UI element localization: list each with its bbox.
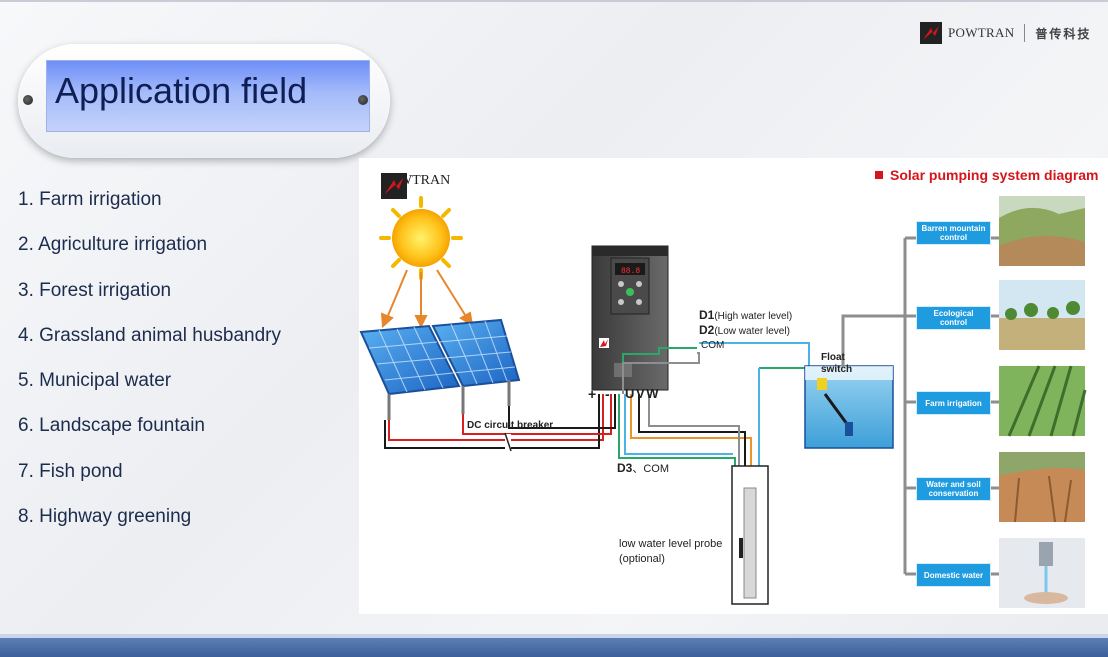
page-title: Application field xyxy=(55,70,308,111)
list-item: 1. Farm irrigation xyxy=(18,189,162,210)
tag-line2: conservation xyxy=(928,489,979,498)
d1-label: D1(High water level) xyxy=(699,308,792,322)
tag-line1: Domestic water xyxy=(923,570,984,580)
sun-icon xyxy=(379,196,463,280)
application-list: 1. Farm irrigation 2. Agriculture irriga… xyxy=(18,188,281,550)
powtran-logo-icon xyxy=(381,173,407,199)
diagram-powtran-logo: POWTRAN xyxy=(381,173,450,199)
tag-line2: control xyxy=(939,233,968,242)
list-item: 7. Fish pond xyxy=(18,460,123,482)
d3-com: 、COM xyxy=(632,463,670,475)
dc-breaker-label: DC circuit breaker xyxy=(467,420,554,431)
d2-desc: (Low water level) xyxy=(714,326,790,337)
dc-breaker-icon xyxy=(504,432,512,452)
list-item: 3. Forest irrigation xyxy=(18,279,172,301)
d2-label: D2(Low water level) xyxy=(699,323,790,337)
tag-line2: control xyxy=(939,318,968,327)
list-item: 8. Highway greening xyxy=(18,506,192,528)
tag-farm-irrigation: Farm irrigation xyxy=(916,391,991,415)
brand-separator xyxy=(1024,24,1026,42)
brand-chinese-name: 普传科技 xyxy=(1035,26,1092,41)
d3-code: D3 xyxy=(617,461,633,475)
barren-mountain-photo xyxy=(999,196,1085,266)
farm-irrigation-photo xyxy=(999,365,1087,437)
tag-line1: Farm irrigation xyxy=(925,398,982,408)
minus-terminal-label: - xyxy=(605,386,610,402)
d2-code: D2 xyxy=(699,323,715,337)
svg-text:88.8: 88.8 xyxy=(621,267,640,276)
diagram-title: Solar pumping system diagram xyxy=(875,167,1099,183)
tag-line1: Barren mountain xyxy=(921,224,986,233)
d3-label: D3、COM xyxy=(617,460,669,476)
inverter-icon: 88.8 xyxy=(591,245,669,391)
probe-label-1: low water level probe xyxy=(619,538,723,550)
probe-label-2: (optional) xyxy=(619,553,665,565)
d1-desc: (High water level) xyxy=(714,311,793,322)
right-bolt-icon xyxy=(358,95,368,105)
tag-line1: Ecological xyxy=(933,309,974,318)
plus-terminal-label: + xyxy=(588,386,597,402)
com-label: COM xyxy=(701,340,725,351)
list-item: 5. Municipal water xyxy=(18,370,172,392)
solar-panels-icon xyxy=(359,318,521,420)
list-item: 6. Landscape fountain xyxy=(18,415,205,437)
powtran-logo-icon xyxy=(920,22,942,44)
d1-code: D1 xyxy=(699,308,715,322)
tag-domestic-water: Domestic water xyxy=(916,563,991,587)
water-tank-icon xyxy=(804,365,894,449)
list-item: 4. Grassland animal husbandry xyxy=(18,324,281,346)
domestic-water-photo xyxy=(999,538,1085,608)
soil-conservation-photo xyxy=(999,452,1085,523)
float-switch-label-1: Float xyxy=(821,352,845,363)
header-brand: POWTRAN 普传科技 xyxy=(920,20,1091,46)
title-box xyxy=(46,60,370,132)
diagram-graphics: 88.8 xyxy=(359,196,1087,608)
ecological-photo xyxy=(999,280,1085,350)
brand-name: POWTRAN xyxy=(948,25,1015,40)
bottom-bar xyxy=(0,634,1108,657)
sun-ray-arrows xyxy=(380,269,474,329)
tag-line1: Water and soil xyxy=(926,480,981,489)
float-switch-label-2: switch xyxy=(821,364,853,375)
left-bolt-icon xyxy=(23,95,33,105)
uvw-terminal-label: U V W xyxy=(625,386,659,401)
list-item: 2. Agriculture irrigation xyxy=(18,234,208,256)
top-rule xyxy=(0,0,1108,2)
solar-pumping-diagram: 88.8 xyxy=(359,158,1108,614)
well-icon xyxy=(731,465,769,605)
